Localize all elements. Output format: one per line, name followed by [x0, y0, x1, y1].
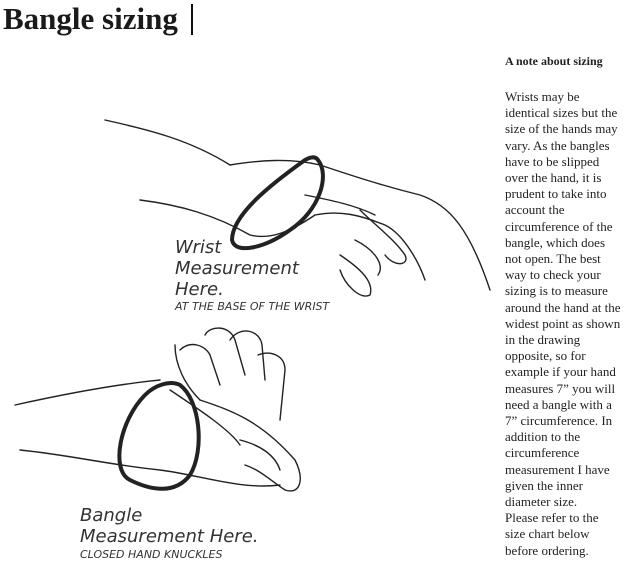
note-line: not open. The best — [505, 251, 601, 267]
lower-bangle — [117, 381, 201, 491]
note-line: opposite, so for — [505, 348, 586, 364]
note-line: size of the hands may — [505, 121, 618, 137]
note-line: 7” circumference. In — [505, 413, 613, 429]
wrist-label-line: Wrist — [175, 237, 222, 258]
note-line: account the — [505, 202, 565, 218]
note-line: circumference of the — [505, 218, 613, 234]
wrist-measurement-sublabel: AT THE BASE OF THE WRIST — [175, 300, 330, 313]
note-line: need a bangle with a — [505, 396, 612, 412]
note-line: circumference — [505, 445, 580, 461]
note-line: over the hand, it is — [505, 170, 602, 186]
note-line: vary. As the bangles — [505, 137, 610, 153]
note-line: have to be slipped — [505, 153, 600, 169]
wrist-label-line: Measurement — [175, 258, 299, 279]
bangle-label-line: Bangle — [80, 505, 143, 526]
note-line: addition to the — [505, 429, 581, 445]
note-line: Wrists may be — [505, 89, 580, 104]
note-line: widest point as shown — [505, 315, 621, 331]
text-cursor — [191, 4, 193, 35]
note-line: size chart below — [505, 526, 590, 542]
note-line: Please refer to the — [505, 510, 599, 526]
note-line: identical sizes but the — [505, 105, 618, 121]
note-line: measures 7” you will — [505, 380, 616, 396]
note-line: given the inner — [505, 477, 583, 493]
note-line: around the hand at the — [505, 299, 621, 315]
bangle-measurement-sublabel: CLOSED HAND KNUCKLES — [80, 548, 223, 561]
note-line: before ordering. — [505, 542, 589, 558]
note-line: diameter size. — [505, 494, 578, 510]
note-heading: A note about sizing — [505, 54, 603, 68]
lower-hand-drawing — [14, 327, 301, 492]
note-line: bangle, which does — [505, 234, 606, 250]
note-line: way to check your — [505, 267, 601, 283]
wrist-label-line: Here. — [175, 279, 224, 300]
note-line: in the drawing — [505, 332, 581, 348]
bangle-label-line: Measurement Here. — [80, 526, 259, 547]
upper-hand-drawing — [104, 119, 491, 297]
hand-measurement-illustration — [14, 119, 491, 492]
upper-bangle — [229, 155, 325, 251]
note-line: sizing is to measure — [505, 283, 608, 299]
note-line: measurement I have — [505, 461, 610, 477]
bangle-measurement-label: Bangle Measurement Here. — [80, 505, 259, 547]
page-title: Bangle sizing — [3, 1, 178, 36]
note-line: example if your hand — [505, 364, 616, 380]
wrist-measurement-label: Wrist Measurement Here. — [175, 237, 299, 300]
note-line: prudent to take into — [505, 186, 607, 202]
